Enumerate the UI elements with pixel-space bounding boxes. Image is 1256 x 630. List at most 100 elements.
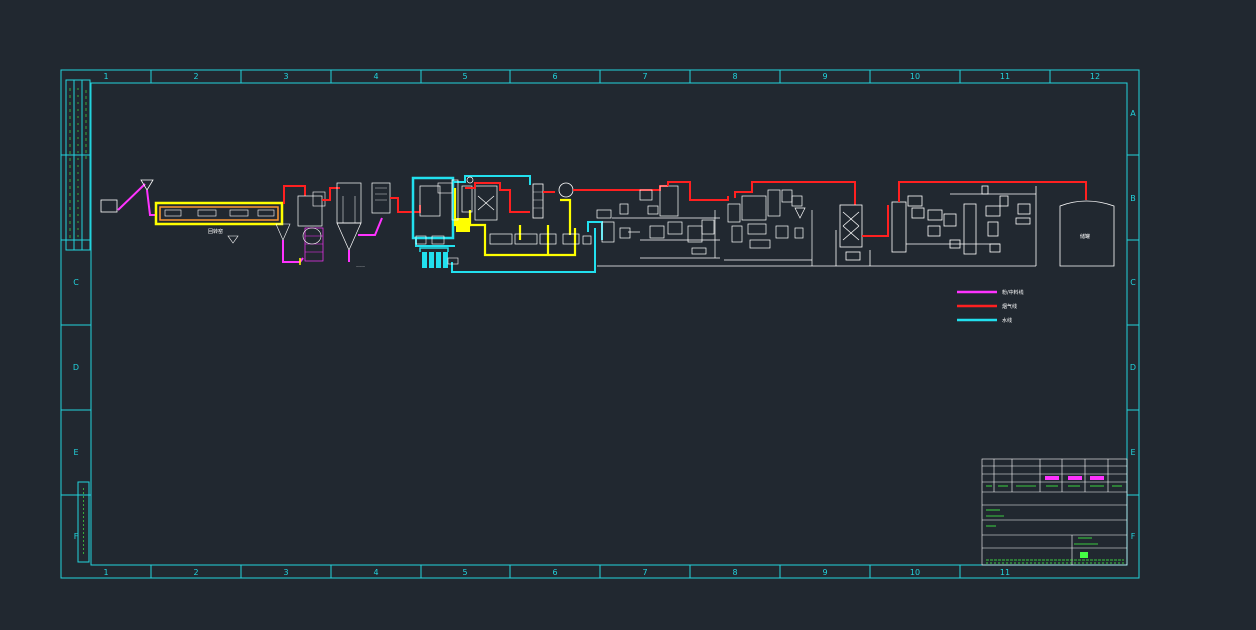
scrubber	[474, 185, 498, 221]
row-label: D	[73, 363, 79, 372]
row-labels: C D E F A B C D E F	[73, 109, 1136, 541]
stripper	[891, 201, 907, 253]
reactor-2	[741, 195, 767, 221]
flue-line-8	[862, 205, 889, 237]
steam-line-5	[560, 198, 572, 235]
col-label: 10	[910, 568, 920, 577]
recovery-tower	[839, 204, 863, 248]
material-line-2	[358, 217, 383, 236]
water-loop-box	[411, 176, 455, 240]
feed-section	[100, 179, 157, 216]
exchanger-4	[562, 233, 580, 245]
kiln-body	[154, 201, 284, 226]
ash-line	[282, 240, 304, 263]
col-label: 11	[1000, 72, 1010, 81]
process-cluster-1	[582, 203, 690, 267]
storage-tank: 储罐	[1059, 200, 1115, 267]
process-cluster-3	[724, 189, 813, 266]
col-label: 2	[193, 568, 198, 577]
feed-conveyor	[117, 183, 146, 211]
process-cluster-4	[869, 185, 1037, 267]
bag-filter	[371, 182, 391, 214]
col-label: 2	[193, 72, 198, 81]
induced-fan	[558, 182, 574, 198]
quench-section	[411, 175, 596, 273]
col-label: 12	[1090, 72, 1100, 81]
condenser	[963, 203, 977, 255]
water-return	[451, 228, 596, 273]
col-label: 1	[103, 568, 108, 577]
absorber-column	[532, 183, 544, 219]
svg-text:———: ———	[356, 264, 365, 268]
col-label: 10	[910, 72, 920, 81]
cyclone-1	[336, 182, 362, 224]
col-label: 7	[642, 72, 647, 81]
row-label: E	[73, 448, 78, 457]
row-label: B	[1130, 194, 1136, 203]
flue-line-7	[734, 181, 856, 205]
exchanger-3	[539, 233, 557, 245]
col-label: 6	[552, 72, 557, 81]
cyclone-section: ———	[322, 182, 391, 268]
exchanger-1	[489, 233, 513, 245]
row-label: A	[1130, 109, 1136, 118]
drawing-frame	[60, 69, 1140, 579]
col-label: 7	[642, 568, 647, 577]
legend-label-flue: 烟气线	[1002, 303, 1017, 310]
flue-line-6	[667, 181, 729, 201]
kiln-label: 回转窑	[208, 228, 223, 235]
legend-label-material: 粉/中料线	[1002, 289, 1024, 296]
col-label: 11	[1000, 568, 1010, 577]
chamber	[297, 195, 323, 227]
col-label: 9	[822, 568, 827, 577]
col-label: 6	[552, 568, 557, 577]
left-annotations	[69, 88, 87, 556]
exchanger-2	[514, 233, 538, 245]
feed-line	[146, 189, 157, 216]
left-strip	[65, 79, 91, 251]
row-label: F	[1131, 532, 1136, 541]
row-label: C	[1130, 278, 1136, 287]
col-label: 4	[373, 72, 378, 81]
water-pumps	[422, 252, 448, 268]
flue-line-1	[283, 185, 306, 204]
col-label: 3	[283, 72, 288, 81]
col-label: 5	[462, 568, 467, 577]
process-cluster-2	[639, 185, 870, 267]
flue-line-5	[573, 185, 668, 191]
kiln-section: 回转窑	[154, 201, 284, 244]
col-label: 8	[732, 568, 737, 577]
feed-bin	[140, 179, 154, 191]
heat-recovery-section	[835, 204, 863, 266]
top-column-labels: 1 2 3 4 5 6 7 8 9 10 11 12	[103, 72, 1100, 81]
inner-border	[90, 82, 1128, 566]
col-label: 1	[103, 72, 108, 81]
col-label: 8	[732, 72, 737, 81]
flue-line-4	[465, 182, 530, 213]
title-block-marks	[986, 476, 1124, 564]
flue-line-9	[898, 181, 1087, 202]
legend-label-water: 水线	[1002, 317, 1012, 324]
col-label: 4	[373, 568, 378, 577]
water-line-1	[453, 175, 531, 185]
tank-label: 储罐	[1080, 233, 1090, 240]
legend: 粉/中料线 烟气线 水线	[957, 289, 1024, 324]
flue-line-2	[322, 187, 340, 201]
steam-line-2	[470, 223, 577, 257]
col-label: 5	[462, 72, 467, 81]
quench-tower	[419, 185, 441, 217]
steam-section	[453, 188, 577, 257]
flue-line-3	[390, 197, 421, 213]
feed-hopper	[100, 199, 118, 213]
heat-exchangers	[451, 176, 580, 245]
row-label: D	[1130, 363, 1136, 372]
separator-section	[275, 185, 326, 265]
col-label: 9	[822, 72, 827, 81]
bottom-column-labels: 1 2 3 4 5 6 7 8 9 10 11	[103, 568, 1010, 577]
outer-border	[60, 69, 1140, 579]
col-label: 3	[283, 568, 288, 577]
row-label: C	[73, 278, 79, 287]
row-label: E	[1130, 448, 1135, 457]
reactor-1	[659, 185, 679, 217]
